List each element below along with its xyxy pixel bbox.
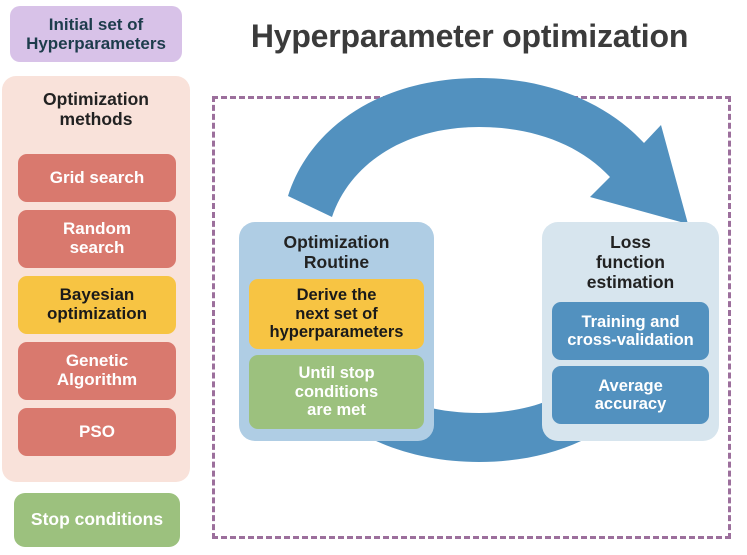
method-item-pso[interactable]: PSO [18, 408, 176, 456]
method-item-grid-search[interactable]: Grid search [18, 154, 176, 202]
main-area: Hyperparameter optimization Optimization… [192, 0, 747, 555]
page-title: Hyperparameter optimization [250, 18, 689, 54]
stop-conditions-box: Stop conditions [14, 493, 180, 547]
